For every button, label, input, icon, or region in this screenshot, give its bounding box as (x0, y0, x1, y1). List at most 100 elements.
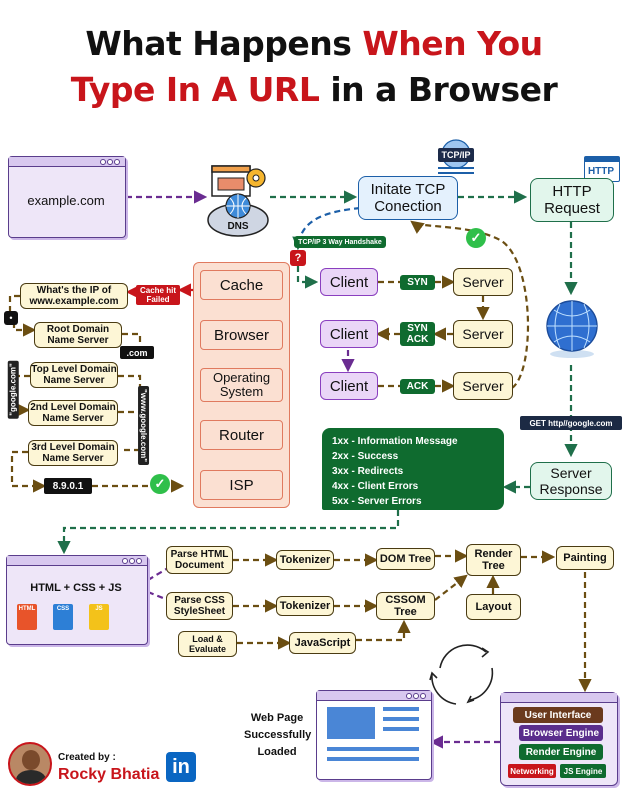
root-domain-box: Root Domain Name Server (34, 322, 122, 348)
title-line-2: Type In A URL in a Browser (0, 70, 628, 110)
server-box-2: Server (453, 320, 513, 348)
webpage-window-bar (317, 691, 431, 701)
browser-engine-pill: Browser Engine (519, 725, 603, 741)
parse-html-box: Parse HTML Document (166, 546, 233, 574)
dns-browser-box: Browser (200, 320, 283, 350)
window-dot-icon (114, 159, 120, 165)
http-badge-icon: HTTP (584, 156, 620, 182)
window-dot-icon (122, 558, 128, 564)
url-window-bar (9, 157, 125, 167)
html-css-js-window: HTML + CSS + JS HTML CSS JS (6, 555, 148, 645)
parse-css-line-1: Parse CSS (174, 595, 225, 606)
code-window-bar (7, 556, 147, 566)
ip-result-tag: 8.9.0.1 (44, 478, 92, 494)
status-codes-box: 1xx - Information Message 2xx - Success … (322, 428, 504, 510)
url-window: example.com (8, 156, 126, 238)
third-level-domain-box: 3rd Level Domain Name Server (28, 440, 118, 466)
dns-cache-box: Cache (200, 270, 283, 300)
window-dot-icon (420, 693, 426, 699)
load-eval-line-1: Load & (192, 634, 223, 644)
get-request-label: GET http//google.com (520, 416, 622, 430)
browser-window-bar (501, 693, 617, 703)
networking-pill: Networking (508, 764, 556, 778)
author-name: Rocky Bhatia (58, 766, 160, 783)
google-tag: "google.com" (7, 360, 19, 419)
title-black-2: in a Browser (330, 70, 558, 109)
css-file-icon: CSS (53, 604, 73, 630)
server-response-box: Server Response (530, 462, 612, 500)
tcp-line-1: Initate TCP (370, 181, 446, 198)
root-line-1: Root Domain (46, 324, 110, 335)
webpage-text-line (327, 747, 419, 751)
parse-css-box: Parse CSS StyleSheet (166, 592, 233, 620)
second-level-domain-box: 2nd Level Domain Name Server (28, 400, 118, 426)
render-engine-pill: Render Engine (519, 744, 603, 760)
page-loaded-caption: Web Page Successfully Loaded (244, 710, 312, 761)
client-box-1: Client (320, 268, 378, 296)
javascript-box: JavaScript (289, 632, 356, 654)
http-line-1: HTTP (552, 183, 592, 200)
author-avatar (8, 742, 52, 786)
title-red-1: When You (362, 24, 543, 63)
www-google-tag: "www.google.com" (138, 385, 150, 466)
handshake-label: TCP/IP 3 Way Handshake (294, 236, 386, 248)
top-line-2: Name Server (43, 375, 105, 386)
linkedin-icon[interactable]: in (166, 752, 196, 782)
created-by-label: Created by : (58, 752, 116, 763)
parse-html-line-2: Document (175, 560, 224, 571)
internet-globe-icon (542, 296, 602, 360)
window-dot-icon (100, 159, 106, 165)
loaded-webpage-window (316, 690, 432, 780)
check-icon: ✓ (466, 228, 486, 248)
window-dot-icon (406, 693, 412, 699)
title-line-1: What Happens When You (0, 24, 628, 64)
user-interface-pill: User Interface (513, 707, 603, 723)
third-line-2: Name Server (42, 453, 104, 464)
tokenizer-box-1: Tokenizer (276, 550, 334, 570)
server-box-1: Server (453, 268, 513, 296)
load-eval-line-2: Evaluate (188, 644, 227, 654)
http-request-box: HTTP Request (530, 178, 614, 222)
loaded-line-1: Web Page (250, 712, 304, 724)
com-tag: .com (120, 346, 154, 359)
question-icon: ? (290, 250, 306, 266)
painting-box: Painting (556, 546, 614, 570)
root-line-2: Name Server (47, 335, 109, 346)
cache-hit-line-2: Failed (146, 295, 170, 304)
url-text: example.com (27, 192, 105, 208)
syn-pill: SYN (400, 275, 435, 290)
load-evaluate-box: Load & Evaluate (178, 631, 237, 657)
cssom-line-1: CSSOM (385, 594, 426, 606)
render-tree-line-1: Render (474, 548, 513, 560)
parse-css-line-2: StyleSheet (173, 606, 226, 617)
html-file-icon: HTML (17, 604, 37, 630)
http-badge-text: HTTP (587, 165, 615, 177)
render-tree-line-2: Tree (482, 560, 505, 572)
status-1xx: 1xx - Information Message (332, 436, 458, 447)
title-black-1: What Happens (85, 24, 352, 63)
loaded-line-3: Loaded (257, 746, 297, 758)
client-box-3: Client (320, 372, 378, 400)
window-dot-icon (129, 558, 135, 564)
code-window-title: HTML + CSS + JS (30, 582, 122, 594)
tcpip-badge-text: TCP/IP (441, 150, 471, 160)
cache-hit-failed-label: Cache hit Failed (136, 285, 180, 305)
server-response-line-1: Server (550, 465, 592, 481)
webpage-image-block (327, 707, 375, 739)
dns-isp-box: ISP (200, 470, 283, 500)
cssom-tree-box: CSSOM Tree (376, 592, 435, 620)
ip-question-line-2: www.example.com (29, 296, 119, 307)
tcpip-badge-icon: TCP/IP (432, 138, 480, 178)
ack-pill: ACK (400, 379, 435, 394)
loaded-line-2: Successfully (244, 729, 312, 741)
tcp-line-2: Conection (374, 198, 442, 215)
cssom-line-2: Tree (394, 606, 417, 618)
ip-question-line-1: What's the IP of (36, 285, 112, 296)
check-icon: ✓ (150, 474, 170, 494)
webpage-text-line (383, 707, 419, 711)
webpage-text-line (383, 717, 419, 721)
dom-tree-box: DOM Tree (376, 548, 435, 570)
render-tree-box: Render Tree (466, 544, 521, 576)
http-line-2: Request (544, 200, 600, 217)
